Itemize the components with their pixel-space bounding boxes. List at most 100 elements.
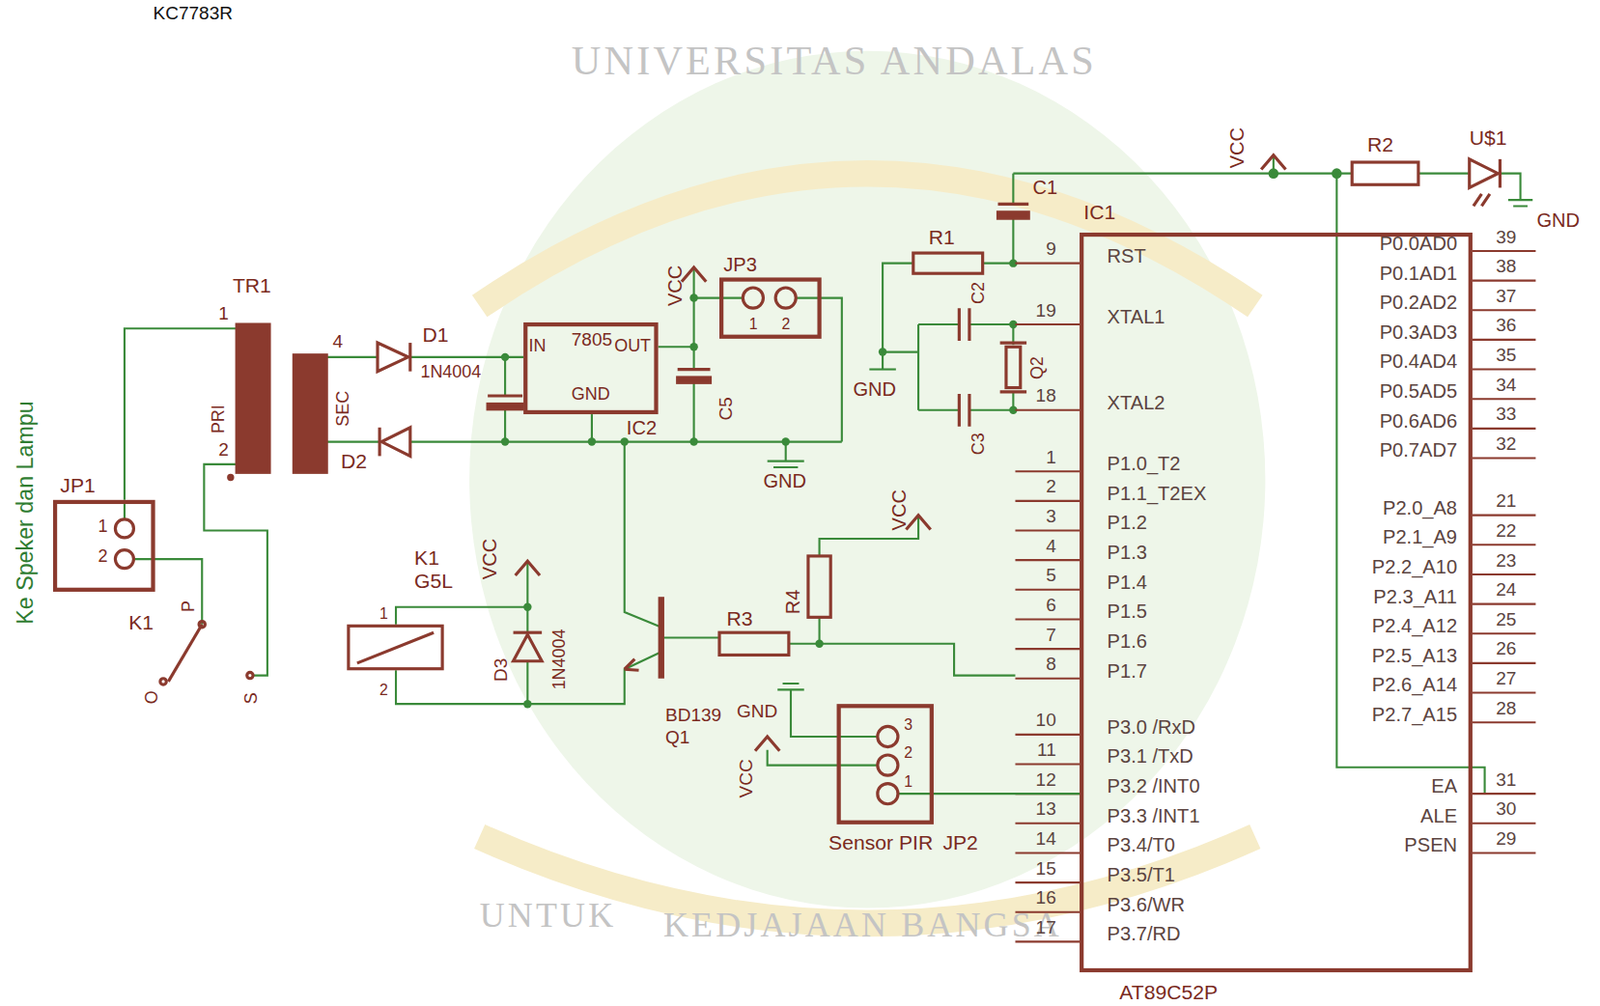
pin-label: P2.6_A14 <box>1372 675 1458 696</box>
pin-label: P0.4AD4 <box>1379 352 1458 372</box>
part-label: D1 <box>421 324 449 345</box>
sensor-connector: Sensor PIRJP2 <box>837 703 934 825</box>
part-label: VCC <box>889 489 909 531</box>
component-symbol <box>877 726 899 747</box>
pin-label: 6 <box>1045 595 1057 615</box>
pin-line <box>1472 543 1537 546</box>
connector-box: JP1 <box>53 500 156 592</box>
part-label: 1 <box>749 316 758 333</box>
component-symbol <box>168 624 202 682</box>
wire <box>661 636 720 639</box>
supply-symbol <box>1261 155 1286 170</box>
component-symbol <box>114 519 134 538</box>
pin-label: P3.7/RD <box>1107 924 1181 944</box>
component-symbol <box>1498 159 1502 189</box>
ground-symbol <box>869 367 896 370</box>
component-symbol <box>198 621 205 628</box>
component-symbol <box>160 678 167 685</box>
junction-dot <box>814 640 823 648</box>
pin-label: P3.1 /TxD <box>1107 747 1194 767</box>
part-label: VCC <box>736 758 756 798</box>
pin-label: XTAL2 <box>1107 392 1166 413</box>
pin-line <box>1014 647 1080 650</box>
junction-dot <box>1268 168 1280 179</box>
pin-label: P3.4/T0 <box>1107 835 1176 855</box>
pin-label: 25 <box>1495 610 1516 629</box>
pin-line <box>1472 721 1537 724</box>
part-label: 2 <box>218 441 229 460</box>
component-symbol <box>624 659 640 672</box>
pin-label: P0.1AD1 <box>1379 263 1458 283</box>
junction-dot <box>781 437 789 446</box>
pin-label: 34 <box>1495 375 1516 394</box>
pin-label: 22 <box>1495 521 1516 540</box>
pin-label: 37 <box>1495 286 1516 306</box>
part-label: SEC <box>335 391 353 427</box>
watermark-emblem <box>469 51 1265 925</box>
supply-symbol <box>755 736 780 752</box>
pin-line <box>1014 529 1080 532</box>
part-label: 1N4004 <box>420 363 481 381</box>
wire <box>918 323 959 326</box>
part-label: VCC <box>479 538 500 580</box>
junction-dot <box>1331 168 1343 179</box>
junction-dot <box>501 353 509 362</box>
pin-line <box>1472 456 1537 459</box>
junction-dot <box>878 347 887 356</box>
pin-label: 8 <box>1045 654 1057 674</box>
wire <box>395 607 528 625</box>
component-symbol <box>1473 194 1490 207</box>
part-label: 1 <box>97 517 108 535</box>
wire <box>658 345 695 348</box>
part-name: Sensor PIR <box>828 832 933 853</box>
pin-label: 1 <box>1045 448 1057 467</box>
pin-label: P3.2 /INT0 <box>1107 776 1201 796</box>
pin-label: P2.1_A9 <box>1382 527 1458 547</box>
component-symbol <box>513 631 543 635</box>
component-symbol <box>513 634 543 661</box>
pin-label: P1.4 <box>1107 572 1148 592</box>
component-symbol <box>381 427 411 457</box>
part-label: 2 <box>97 547 108 565</box>
part-label: C2 <box>969 281 987 305</box>
part-label: O <box>142 690 161 704</box>
component-symbol <box>658 596 665 679</box>
pin-line <box>1472 851 1537 854</box>
wire <box>790 689 878 737</box>
pin-label: 18 <box>1036 387 1057 406</box>
relay-coil: K1G5L <box>346 624 444 672</box>
pin-label: 28 <box>1495 699 1516 718</box>
component-symbol <box>487 403 523 409</box>
pin-label: 14 <box>1036 829 1057 848</box>
watermark-emblem <box>469 51 1265 909</box>
part-label: 3 <box>903 716 913 732</box>
part-name: JP3 <box>723 254 758 275</box>
pin-label: 10 <box>1036 711 1057 730</box>
wire <box>917 324 920 411</box>
wire <box>526 561 529 633</box>
junction-dot <box>523 700 532 708</box>
pin-label: P2.2_A10 <box>1372 557 1458 577</box>
part-label: P <box>179 600 197 613</box>
part-label: D2 <box>340 450 367 472</box>
pin-label: P0.5AD5 <box>1379 381 1458 401</box>
part-name: IC1 <box>1083 201 1116 223</box>
pin-line <box>1472 250 1537 253</box>
component-symbol <box>1000 342 1027 393</box>
title-label: KC7783R <box>153 3 233 23</box>
pin-label: 11 <box>1037 740 1057 759</box>
part-label: 1 <box>379 606 389 622</box>
wire <box>590 414 593 443</box>
junction-dot <box>689 342 698 351</box>
pin-label: P2.7_A15 <box>1372 704 1458 725</box>
pin-line <box>1472 397 1537 400</box>
pin-line <box>1472 280 1537 282</box>
ground-symbol <box>1508 199 1533 206</box>
watermark: UNIVERSITAS ANDALAS <box>571 40 1097 82</box>
pin-label: 27 <box>1495 669 1516 688</box>
wire <box>526 661 529 704</box>
part-label: C1 <box>1032 177 1058 197</box>
part-label: VCC <box>665 265 685 307</box>
component-symbol <box>775 287 796 309</box>
